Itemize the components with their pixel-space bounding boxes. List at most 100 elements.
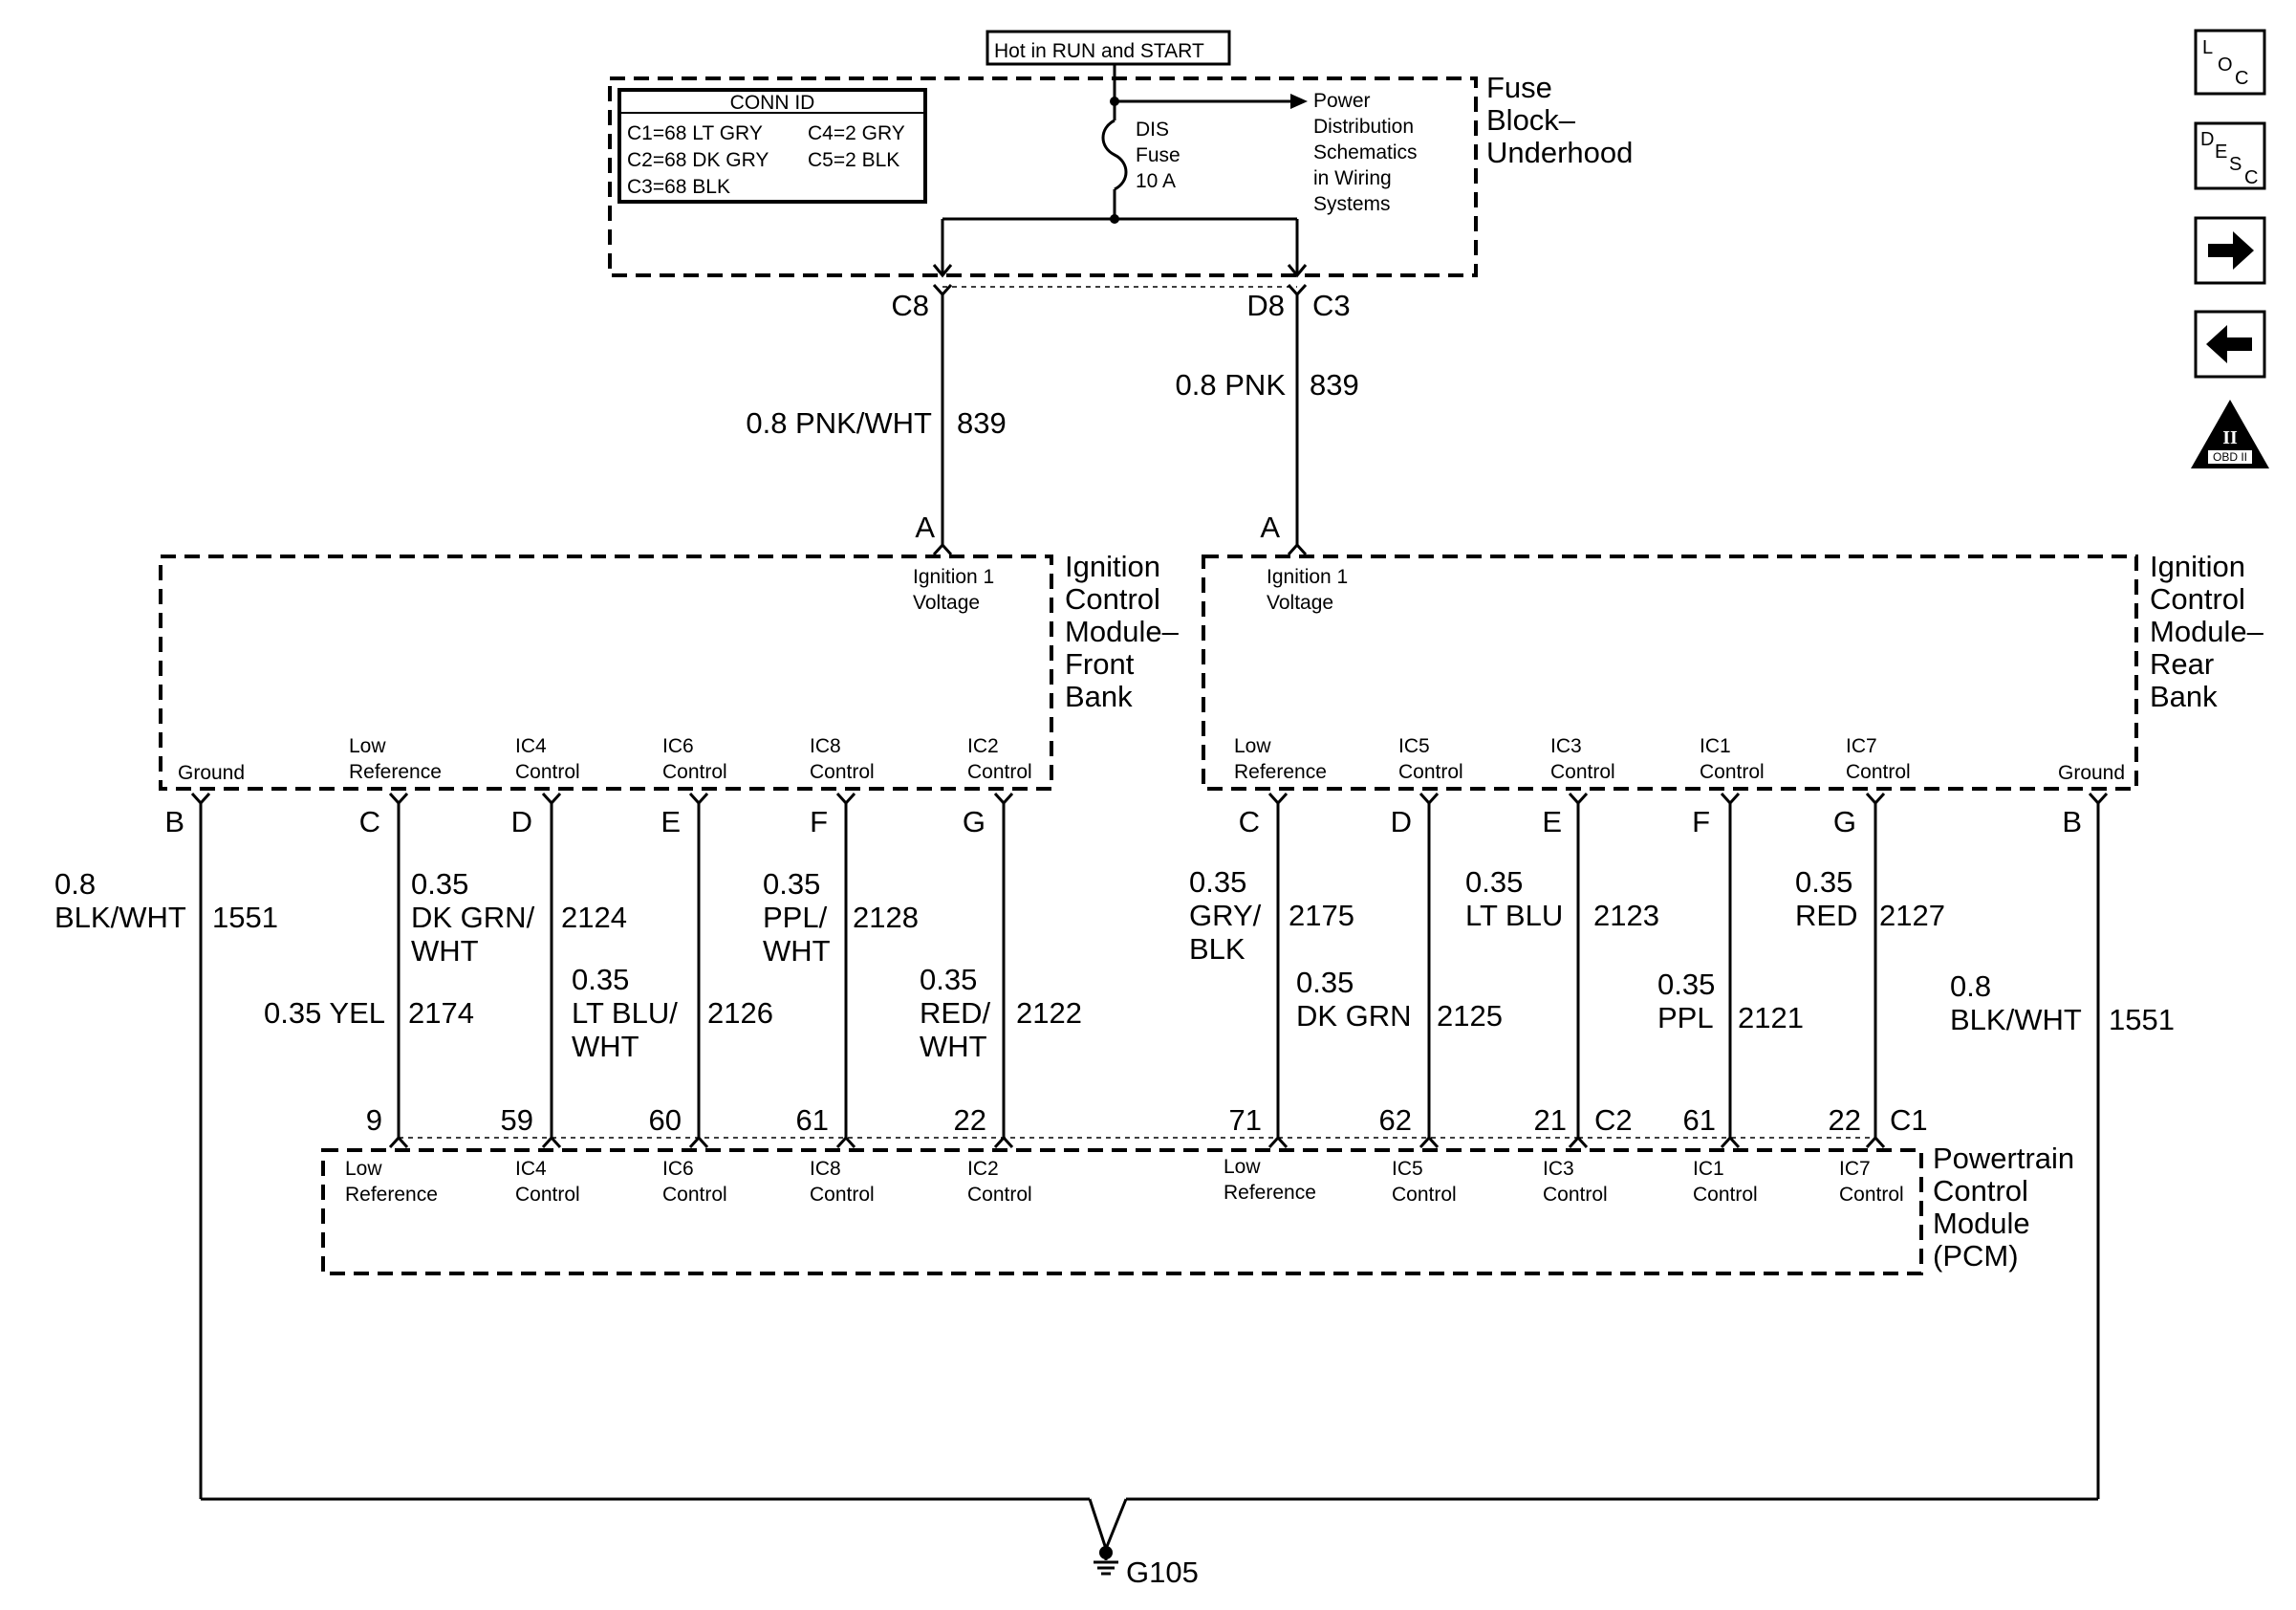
wire-size: 0.35	[1189, 865, 1246, 899]
wire-size: 0.35	[920, 963, 977, 996]
wire-terminal	[1720, 792, 1741, 806]
conn-id-entry: C5=2 BLK	[808, 149, 899, 171]
loc-letter: C	[2235, 68, 2248, 89]
wire-size: 0.8	[1950, 969, 1991, 1003]
wire-terminal	[1419, 792, 1440, 806]
fuse-block-internal-wiring	[932, 76, 1308, 278]
conn-id-title: CONN ID	[730, 92, 815, 114]
wire-size: 0.35	[1296, 966, 1354, 999]
icm-rear-cavity: D	[1391, 805, 1412, 838]
wire-terminal	[1720, 1135, 1741, 1149]
wire-terminal	[688, 792, 709, 806]
obd-label: OBD II	[2213, 450, 2247, 464]
wire-terminal	[993, 1135, 1014, 1149]
wire-circuit: 1551	[2109, 1003, 2175, 1036]
icm-rear-cavity: B	[2062, 805, 2082, 838]
wire-circuit: 2121	[1738, 1001, 1804, 1034]
pcm-cavity: 22	[954, 1103, 986, 1137]
conn-id-entry: C4=2 GRY	[808, 122, 905, 144]
icm-front-cavity: G	[963, 805, 986, 838]
desc-letter: C	[2244, 167, 2258, 188]
next-arrow-icon[interactable]	[2194, 216, 2266, 285]
conn-id-box: CONN ID C1=68 LT GRY C4=2 GRY C2=68 DK G…	[617, 88, 927, 204]
wire-color: LT BLU/WHT	[572, 996, 678, 1063]
fuse-cavity-d8: D8	[1246, 289, 1285, 322]
wire-terminal	[1267, 1135, 1289, 1149]
desc-letter: E	[2215, 141, 2227, 163]
wire-terminal	[993, 792, 1014, 806]
icm-front-cavity: C	[359, 805, 380, 838]
wire-size: 0.8	[54, 867, 96, 901]
power-distribution-arrow-icon	[1290, 94, 1308, 109]
pcm-cavity: 62	[1379, 1103, 1412, 1137]
wire-circuit: 2123	[1593, 899, 1659, 932]
wire-terminal	[1267, 792, 1289, 806]
icm-front-pin-label: Ground	[178, 762, 245, 784]
loc-letter: L	[2202, 37, 2213, 58]
ground-symbol-icon	[1094, 1560, 1118, 1576]
fuse-symbol-icon	[1101, 119, 1128, 191]
icm-rear-pin-label: Ground	[2058, 762, 2125, 784]
icm-front-cavity: E	[661, 805, 681, 838]
power-source-box	[986, 30, 1231, 66]
wire-circuit: 2174	[408, 996, 474, 1030]
obd-ii-icon[interactable]: II OBD II	[2191, 400, 2269, 468]
pcm-cavity: 22	[1829, 1103, 1861, 1137]
wire-circuit: 2126	[707, 996, 773, 1030]
pcm-cavity: 9	[366, 1103, 382, 1137]
pcm-connector-c1: C1	[1890, 1103, 1928, 1137]
wire-terminal	[1865, 792, 1886, 806]
icm-rear-pin-a: A	[1260, 511, 1280, 544]
pcm-cavity: 60	[649, 1103, 682, 1137]
wire-color: LT BLU	[1465, 899, 1563, 932]
fuse-block-outline	[608, 76, 1478, 277]
pcm-cavity: 21	[1534, 1103, 1567, 1137]
wire-size: 0.35	[1795, 865, 1852, 899]
wire-terminal	[688, 1135, 709, 1149]
wire-color: RED/WHT	[920, 996, 990, 1063]
wire-terminal	[835, 792, 856, 806]
wire-color: BLK/WHT	[1950, 1003, 2082, 1036]
location-icon[interactable]: L O C	[2194, 29, 2266, 96]
conn-id-entry: C1=68 LT GRY	[627, 122, 763, 144]
icm-front-cavity: D	[511, 805, 532, 838]
ground-label: G105	[1126, 1556, 1199, 1589]
wire-color: GRY/BLK	[1189, 899, 1262, 966]
icm-rear-cavity: G	[1833, 805, 1856, 838]
wire-839-rear-circuit: 839	[1310, 368, 1359, 402]
wire-color: DK GRN	[1296, 999, 1412, 1033]
wire-terminal	[190, 792, 211, 806]
icm-front-pin-a: A	[915, 511, 935, 544]
wire-circuit: 1551	[212, 901, 278, 934]
wire-size: 0.35	[1465, 865, 1523, 899]
wire-terminal	[835, 1135, 856, 1149]
icm-front-pin-a-terminal	[932, 542, 953, 556]
wire-color: PPL/WHT	[763, 901, 831, 968]
description-icon[interactable]: D E S C	[2194, 121, 2266, 190]
fuse-connector-c3: C3	[1312, 289, 1351, 322]
wire-terminal	[1568, 792, 1589, 806]
previous-arrow-icon[interactable]	[2194, 310, 2266, 379]
wire-terminal	[541, 1135, 562, 1149]
